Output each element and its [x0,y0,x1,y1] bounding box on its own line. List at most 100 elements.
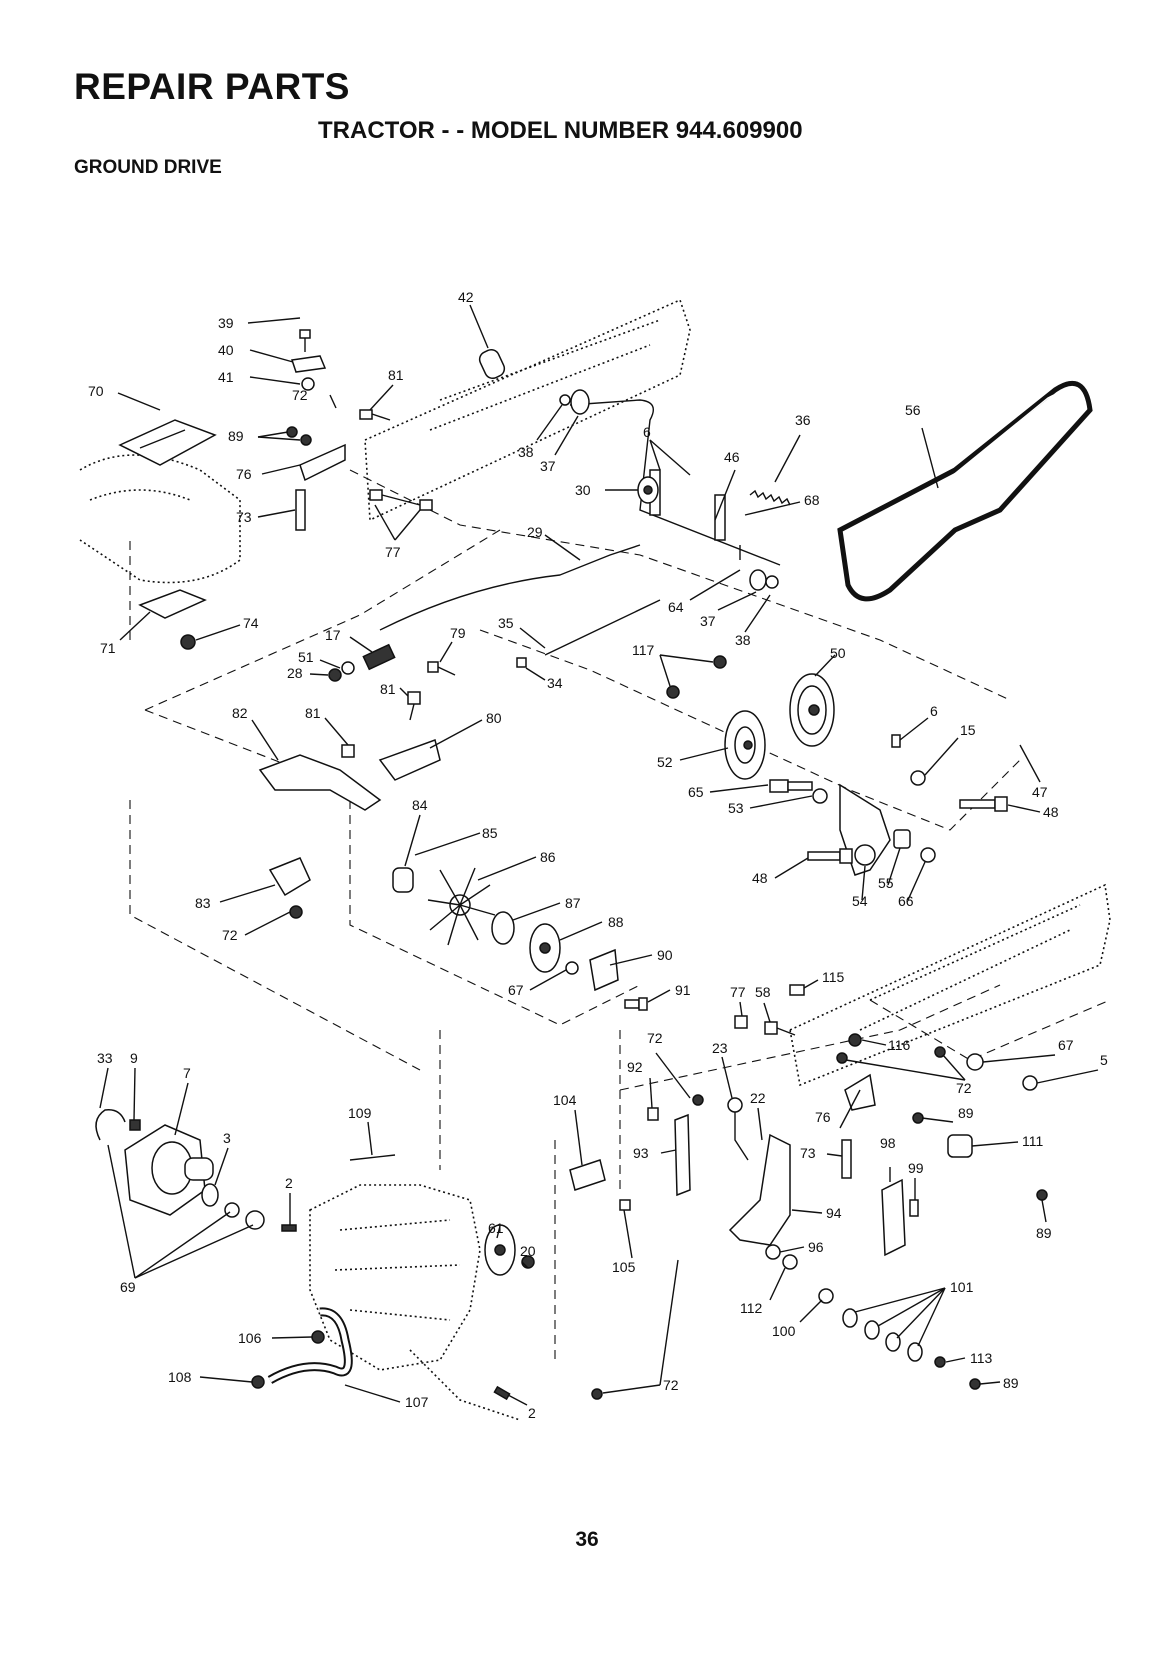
bolt-91 [624,997,648,1011]
washers-100-101 [818,1288,923,1362]
washers-38-37-upper [559,389,590,415]
assembly-guide-lines [129,469,1111,1360]
bearing-30 [637,476,659,504]
fitting-108 [251,1375,265,1389]
callout-76: 76 [236,466,252,482]
callout-55: 55 [878,875,894,891]
frame-rail-upper [364,298,691,522]
bracket-76b [844,1073,876,1111]
callout-105: 105 [612,1259,636,1275]
nut-72e [591,1388,603,1400]
bracket-80 [378,739,441,781]
bolt-79 [427,661,456,676]
callout-29: 29 [527,524,543,540]
spacer-42 [478,348,506,380]
callout-72b: 72 [222,927,238,943]
spacer-55-washer-66 [893,829,936,863]
callout-37b: 37 [700,613,716,629]
callout-90: 90 [657,947,673,963]
callout-72: 72 [292,387,308,403]
callout-35: 35 [498,615,514,631]
callout-80: 80 [486,710,502,726]
callout-65: 65 [688,784,704,800]
pedal-lever-94 [728,1133,791,1246]
key-2a [281,1224,297,1232]
callout-106: 106 [238,1330,262,1346]
callout-64: 64 [668,599,684,615]
callout-76b: 76 [815,1109,831,1125]
callout-3: 3 [223,1130,231,1146]
callout-88: 88 [608,914,624,930]
fan-86 [427,867,496,946]
washers-3 [201,1183,265,1230]
callout-56: 56 [905,402,921,418]
callout-54: 54 [852,893,868,909]
callout-28: 28 [287,665,303,681]
callout-82: 82 [232,705,248,721]
callout-89d: 89 [1003,1375,1019,1391]
callout-117: 117 [632,642,655,658]
callout-112: 112 [740,1300,763,1316]
callout-81b: 81 [380,681,396,697]
callout-66: 66 [898,893,914,909]
bolt-9 [129,1119,141,1131]
callout-72e: 72 [663,1377,679,1393]
retainer-33 [95,1109,126,1141]
bracket-76 [299,443,346,482]
callout-89: 89 [228,428,244,444]
clutch-shaft [569,399,781,566]
callout-77: 77 [385,544,401,560]
callout-33: 33 [97,1050,113,1066]
callout-79: 79 [450,625,466,641]
callout-73: 73 [236,509,252,525]
nuts-51-28 [328,661,355,682]
callout-116: 116 [888,1037,911,1053]
callout-40: 40 [218,342,234,358]
callout-2b: 2 [528,1405,536,1421]
callout-87: 87 [565,895,581,911]
nut-116 [848,1033,862,1047]
bolt-73 [295,489,306,531]
callout-77b: 77 [730,984,746,1000]
frame-rail-lower [789,883,1111,1087]
bracket-98 [881,1178,906,1257]
pulley-50 [789,673,835,747]
fitting-106 [311,1330,325,1344]
lever-82 [258,754,382,811]
callout-101: 101 [950,1279,974,1295]
drive-belt [837,380,1093,602]
bolt-74 [180,634,196,650]
spacer-111 [947,1134,973,1158]
nut-89b [912,1112,924,1124]
pin-109 [349,1154,396,1161]
callout-2: 2 [285,1175,293,1191]
callout-89b: 89 [958,1105,974,1121]
callout-92: 92 [627,1059,643,1075]
callout-41: 41 [218,369,234,385]
pulley-88 [529,923,561,973]
callout-107: 107 [405,1394,429,1410]
callout-72c: 72 [647,1030,663,1046]
callout-72d: 72 [956,1080,972,1096]
callout-36: 36 [795,412,811,428]
bolt-48b [807,848,853,864]
bolts-77 [369,489,433,511]
callout-67: 67 [508,982,524,998]
nuts-117 [666,655,727,699]
model-subtitle: TRACTOR - - MODEL NUMBER 944.609900 [318,117,803,144]
bolt-73b [841,1139,852,1179]
callout-38: 38 [518,444,534,460]
nuts-113-89d [934,1356,981,1390]
callout-6b: 6 [930,703,938,719]
page-title: REPAIR PARTS [74,66,350,107]
callout-71: 71 [100,640,116,656]
plate-71 [138,589,207,619]
callout-84: 84 [412,797,428,813]
callout-93: 93 [633,1145,649,1161]
callout-47: 47 [1032,784,1048,800]
callout-86: 86 [540,849,556,865]
cover-70 [118,419,217,466]
bolt-81c [341,744,355,758]
bolt-115 [789,984,805,996]
